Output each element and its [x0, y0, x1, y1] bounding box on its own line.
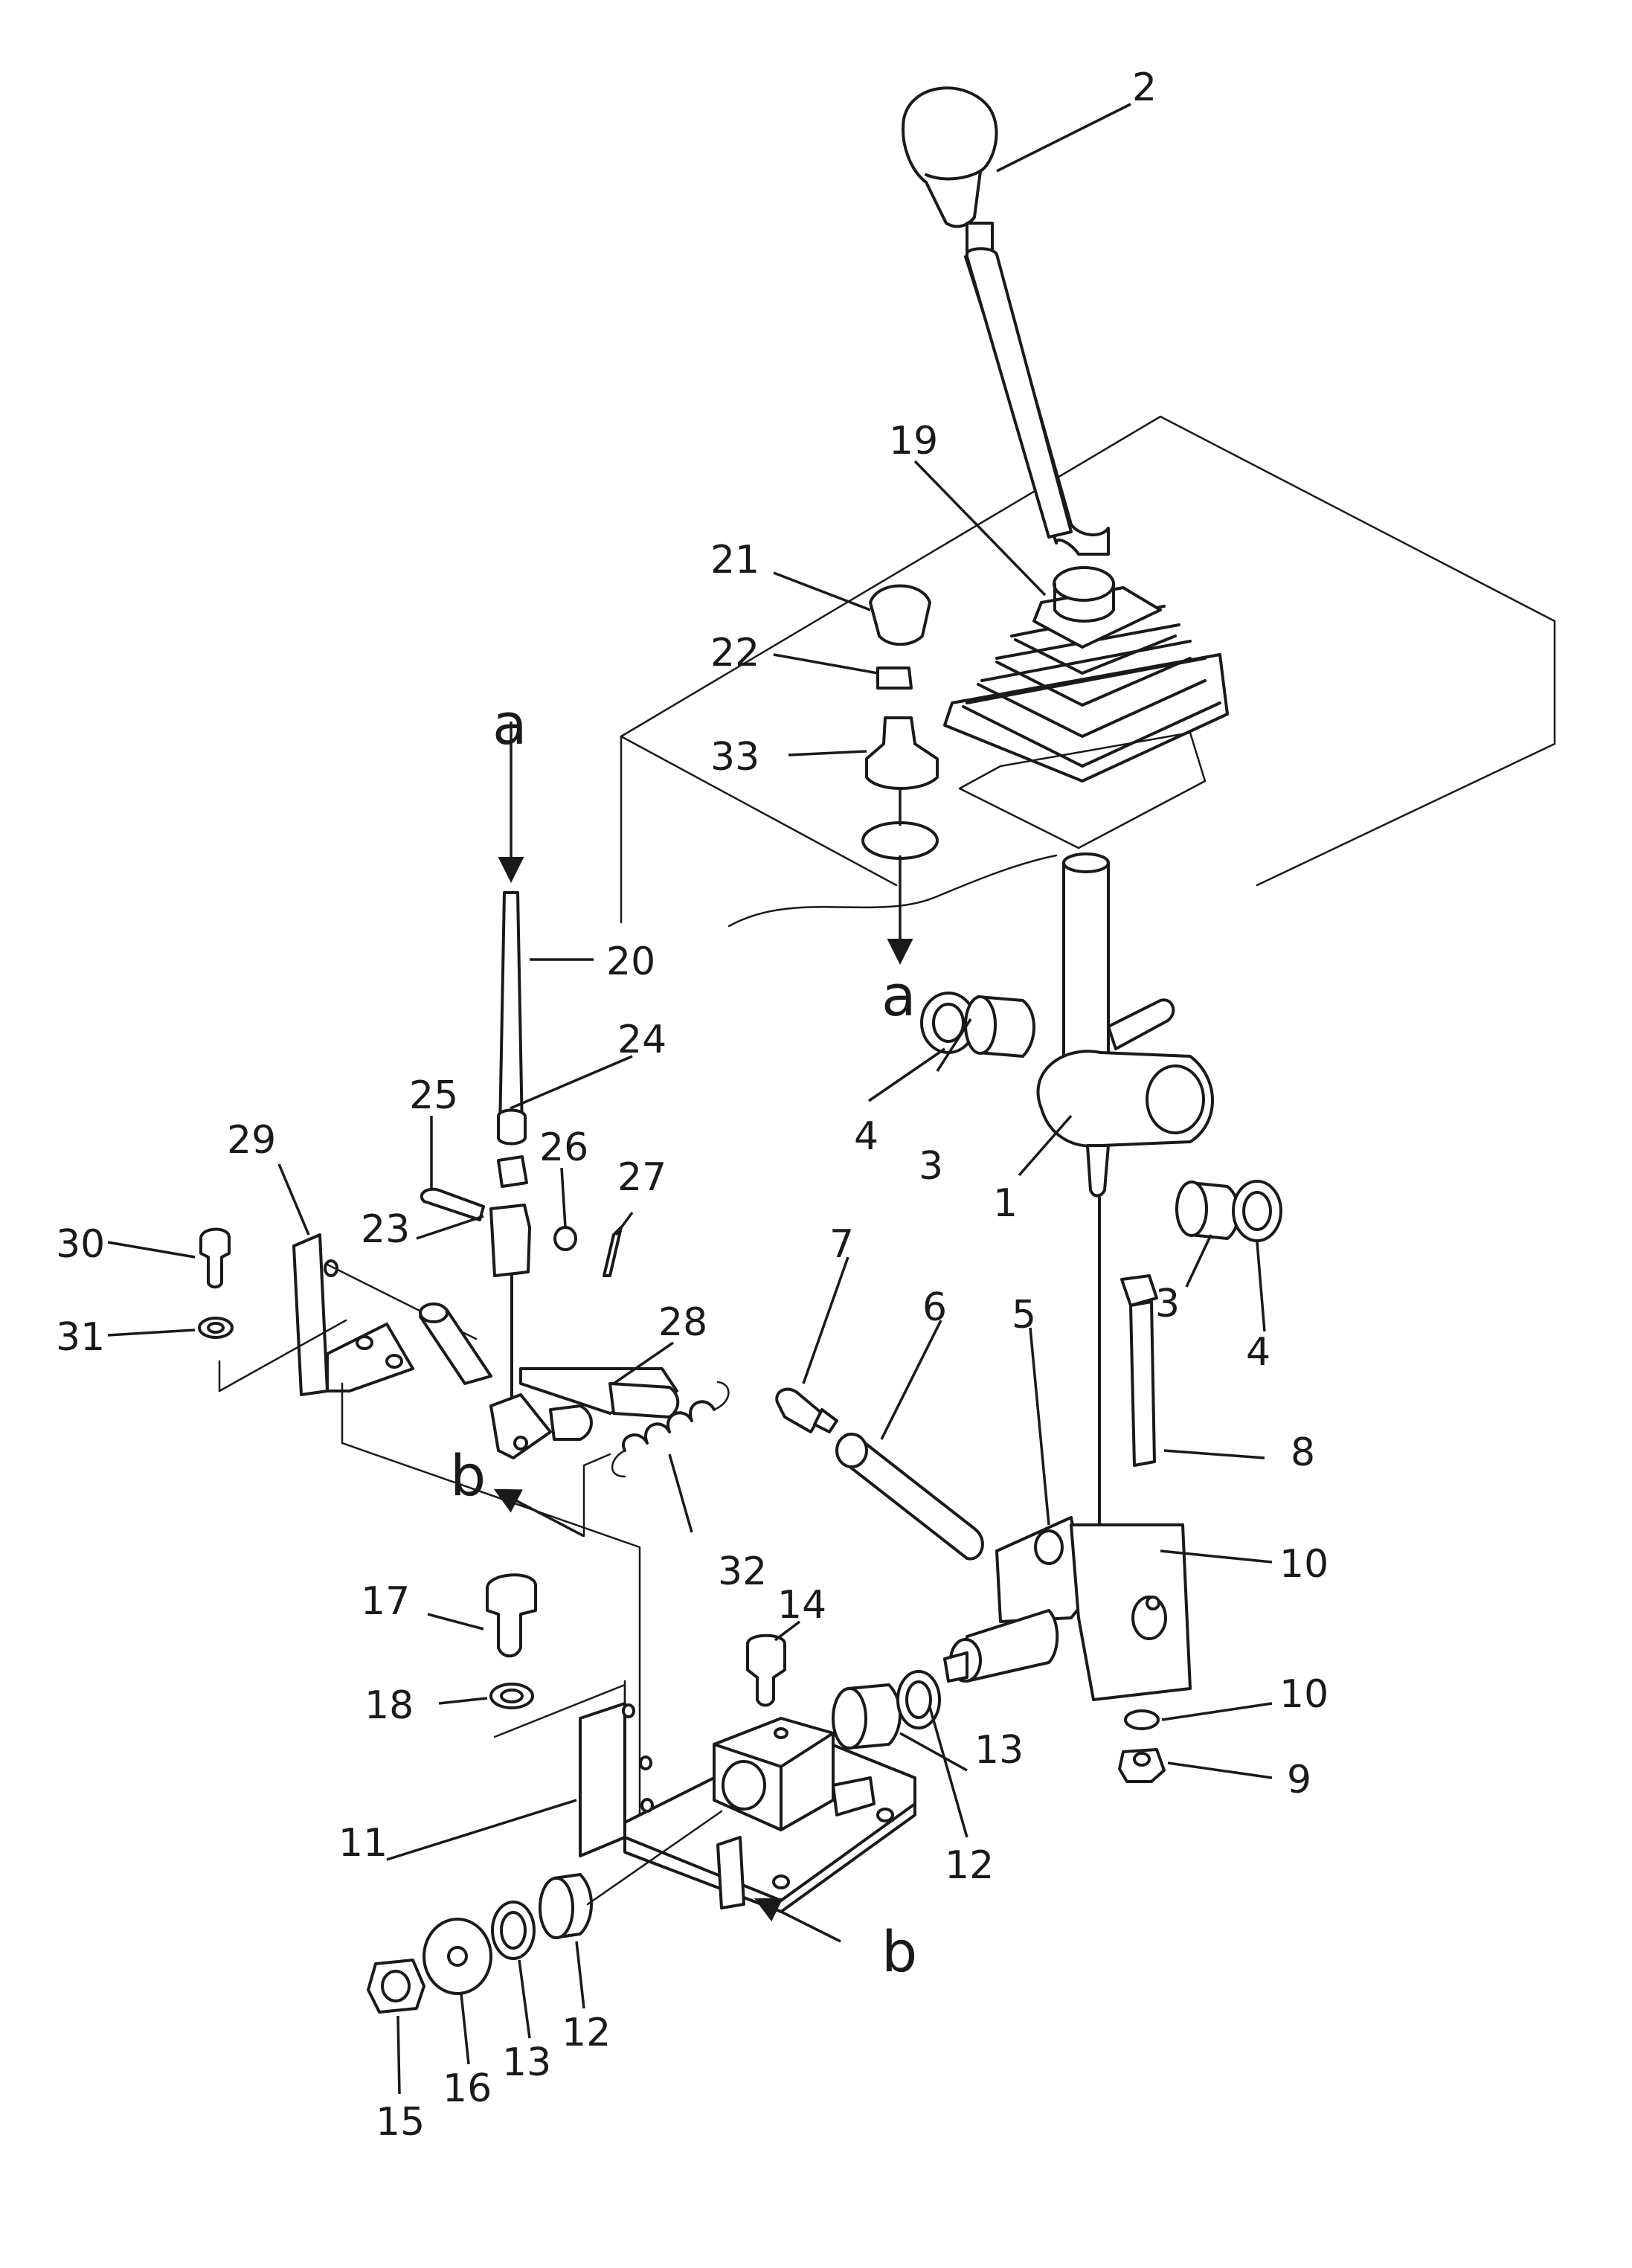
callout-4: 4	[1246, 1330, 1270, 1375]
callout-26: 26	[539, 1125, 588, 1170]
lever-bracket	[1036, 852, 1214, 1571]
callout-25: 25	[409, 1073, 458, 1118]
callout-32: 32	[718, 1549, 767, 1594]
pin-and-yoke	[775, 1387, 1192, 1701]
plug-nut-fitting	[861, 584, 939, 965]
callout-12: 12	[562, 2011, 611, 2055]
callout-15: 15	[376, 2100, 425, 2145]
callout-10: 10	[1279, 1672, 1329, 1717]
callout-20: 20	[606, 939, 655, 984]
marker-a-bottom: a	[881, 963, 916, 1029]
callout-23: 23	[361, 1207, 410, 1252]
marker-a-top: a	[492, 691, 527, 757]
shift-lever	[902, 86, 1110, 556]
callout-12: 12	[945, 1843, 994, 1888]
callout-4: 4	[854, 1114, 878, 1159]
callout-17: 17	[361, 1579, 410, 1624]
callout-7: 7	[829, 1222, 854, 1267]
callout-14: 14	[777, 1583, 826, 1628]
callout-29: 29	[227, 1118, 276, 1163]
bearing-set-right	[832, 1670, 941, 1750]
callout-19: 19	[889, 419, 938, 463]
callout-8: 8	[1291, 1430, 1315, 1475]
callout-30: 30	[56, 1222, 105, 1267]
callout-3: 3	[919, 1144, 943, 1189]
return-spring	[611, 1381, 730, 1478]
bolt-nut-set	[1118, 1274, 1166, 1783]
callout-9: 9	[1287, 1758, 1311, 1802]
callout-5: 5	[1012, 1293, 1036, 1337]
callout-13: 13	[974, 1728, 1024, 1773]
bearing-set-left	[367, 1810, 841, 2014]
callout-18: 18	[364, 1683, 414, 1728]
callout-27: 27	[617, 1155, 666, 1200]
callout-10: 10	[1279, 1542, 1329, 1587]
callout-24: 24	[617, 1018, 666, 1062]
callout-11: 11	[338, 1821, 388, 1866]
callout-6: 6	[922, 1285, 947, 1330]
callout-16: 16	[443, 2066, 492, 2111]
marker-b-left: b	[450, 1442, 486, 1509]
callout-labels: 1 2 3 3 4 4 5 6 7 8 9 10 10 11 12 12 13 …	[56, 65, 1329, 2145]
bolt-washer-left	[486, 1573, 626, 1738]
callout-28: 28	[658, 1300, 707, 1345]
marker-b-bottom: b	[881, 1918, 917, 1985]
callout-1: 1	[993, 1181, 1018, 1226]
callout-21: 21	[710, 538, 759, 582]
callout-31: 31	[56, 1315, 105, 1360]
callout-3: 3	[1155, 1282, 1180, 1326]
callout-13: 13	[502, 2040, 551, 2085]
leader-lines	[107, 103, 1273, 2095]
bushing-pair-right	[1175, 1180, 1282, 1242]
view-markers: a a b b	[450, 691, 917, 1985]
pivot-bracket-assembly	[218, 1233, 680, 1459]
bolt-washer-far-left	[198, 1227, 234, 1339]
callout-2: 2	[1132, 65, 1157, 110]
control-rod	[420, 722, 623, 1415]
callout-22: 22	[710, 631, 759, 675]
console-box-outline	[620, 415, 1556, 928]
rubber-boot	[943, 566, 1229, 849]
base-plate-assembly	[579, 1633, 916, 1913]
callout-33: 33	[710, 735, 759, 780]
bushing-pair-top	[920, 992, 1035, 1058]
